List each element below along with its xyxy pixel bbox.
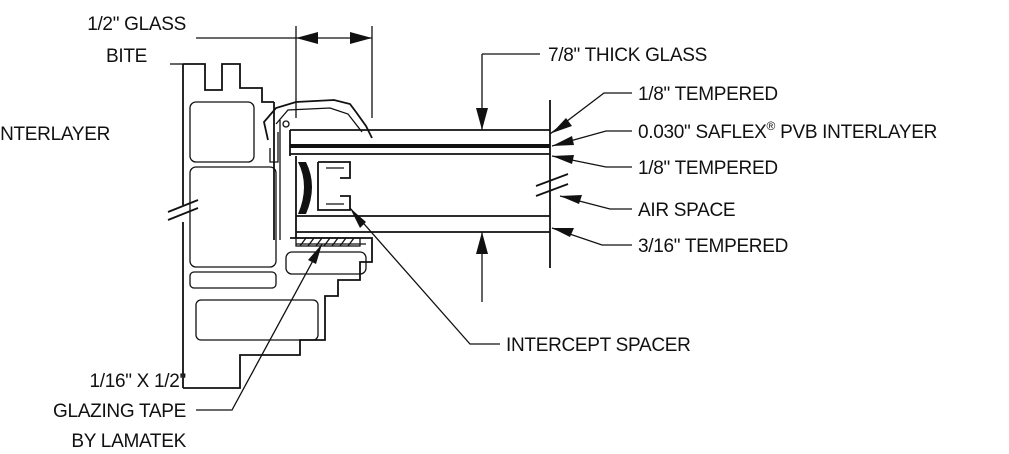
- glass-bite-dimension: [196, 26, 373, 118]
- label-intercept-spacer: INTERCEPT SPACER: [506, 335, 691, 356]
- label-tape-1: 1/16" X 1/2": [89, 371, 186, 392]
- label-thick-glass: 7/8" THICK GLASS: [548, 45, 707, 66]
- label-saflex-post: PVB INTERLAYER: [775, 122, 937, 143]
- label-tape-3: BY LAMATEK: [71, 431, 186, 452]
- glass-unit: [289, 100, 569, 268]
- glazing-gasket: [263, 99, 373, 163]
- label-air-space: AIR SPACE: [638, 200, 735, 221]
- text-labels: 1/2" GLASS BITE INTERLAYER 7/8" THICK GL…: [0, 14, 937, 452]
- glazing-tape: [295, 237, 361, 247]
- thick-glass-dimension: [476, 53, 540, 302]
- label-saflex-mark: ®: [767, 119, 776, 133]
- label-tempered-mid: 1/8" TEMPERED: [638, 158, 778, 179]
- label-tempered-bottom: 3/16" TEMPERED: [638, 236, 788, 257]
- label-glass-bite-2: BITE: [106, 46, 147, 67]
- label-tempered-top: 1/8" TEMPERED: [638, 84, 778, 105]
- leaders: [196, 92, 632, 411]
- label-tape-2: GLAZING TAPE: [53, 401, 186, 422]
- label-interlayer-cut: INTERLAYER: [0, 124, 110, 145]
- label-glass-bite-1: 1/2" GLASS: [87, 14, 186, 35]
- intercept-spacer: [298, 161, 351, 214]
- label-saflex: 0.030" SAFLEX® PVB INTERLAYER: [638, 119, 937, 143]
- label-saflex-pre: 0.030" SAFLEX: [638, 122, 767, 143]
